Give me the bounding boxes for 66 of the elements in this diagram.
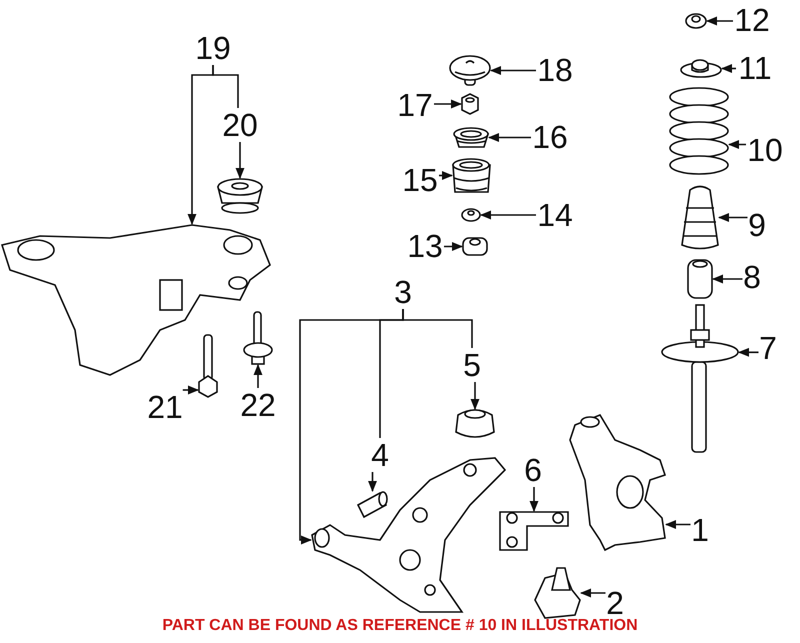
callout-number: 10: [746, 133, 784, 167]
spring-seat-drawing: [680, 59, 722, 78]
bump-stop-drawing: [687, 259, 713, 299]
callout-number: 17: [396, 88, 434, 122]
leader-line: [402, 309, 473, 348]
leader-line: [254, 364, 262, 388]
leader-line: [530, 487, 538, 512]
leader-line: [488, 133, 531, 142]
bolt-drawing: [198, 334, 218, 398]
callout-number: 12: [733, 3, 771, 37]
callout-number: 8: [742, 260, 762, 294]
callout-number: 6: [524, 453, 542, 487]
washer-drawing: [461, 208, 481, 222]
leader-line: [480, 210, 536, 220]
leader-line: [490, 66, 536, 75]
bolt-drawing: [243, 311, 273, 365]
leader-line: [444, 242, 464, 251]
callout-number: 2: [606, 586, 624, 620]
coil-spring-drawing: [669, 87, 729, 175]
mounting-plate-drawing: [499, 511, 569, 551]
nut-drawing: [461, 93, 479, 115]
rubber-mount-drawing: [216, 178, 264, 214]
callout-number: 9: [748, 208, 766, 242]
leader-line: [580, 588, 606, 598]
leader-line: [718, 213, 748, 222]
callout-number: 19: [194, 31, 232, 65]
leader-line: [368, 472, 377, 492]
leader-line: [712, 274, 742, 284]
bushing-drawing: [452, 158, 491, 193]
leader-line: [439, 171, 454, 180]
callout-number: 15: [401, 163, 439, 197]
leader-line: [664, 520, 690, 529]
callout-number: 21: [146, 390, 184, 424]
callout-number: 18: [536, 53, 574, 87]
steering-knuckle-drawing: [569, 414, 666, 552]
bushing-drawing: [685, 13, 707, 29]
leader-line: [182, 386, 200, 394]
subframe-drawing: [0, 224, 271, 376]
callout-number: 1: [690, 513, 710, 547]
leader-line: [738, 348, 758, 357]
callout-number: 4: [370, 438, 390, 472]
bushing-drawing: [356, 491, 388, 518]
callout-number: 11: [736, 51, 774, 85]
leader-line: [470, 382, 480, 410]
leader-line: [720, 64, 736, 73]
bushing-drawing: [462, 237, 488, 256]
leader-line: [212, 65, 239, 108]
callout-number: 7: [758, 331, 778, 365]
bushing-drawing: [453, 127, 490, 148]
cap-drawing: [449, 55, 491, 86]
callout-number: 22: [239, 388, 277, 422]
callout-number: 14: [536, 198, 574, 232]
leader-line: [706, 16, 733, 26]
strut-drawing: [661, 304, 739, 453]
leader-line: [728, 140, 746, 149]
caption-note: PART CAN BE FOUND AS REFERENCE # 10 IN ILLUSTRATION: [161, 617, 639, 635]
bushing-drawing: [455, 409, 495, 438]
callout-number: 13: [406, 229, 444, 263]
callout-number: 16: [531, 120, 569, 154]
ball-joint-drawing: [534, 567, 581, 619]
dust-boot-drawing: [681, 186, 719, 250]
callout-number: 20: [221, 108, 259, 142]
leader-line: [236, 142, 244, 180]
callout-number: 5: [462, 348, 482, 382]
callout-number: 3: [394, 275, 412, 309]
leader-line: [434, 100, 462, 108]
